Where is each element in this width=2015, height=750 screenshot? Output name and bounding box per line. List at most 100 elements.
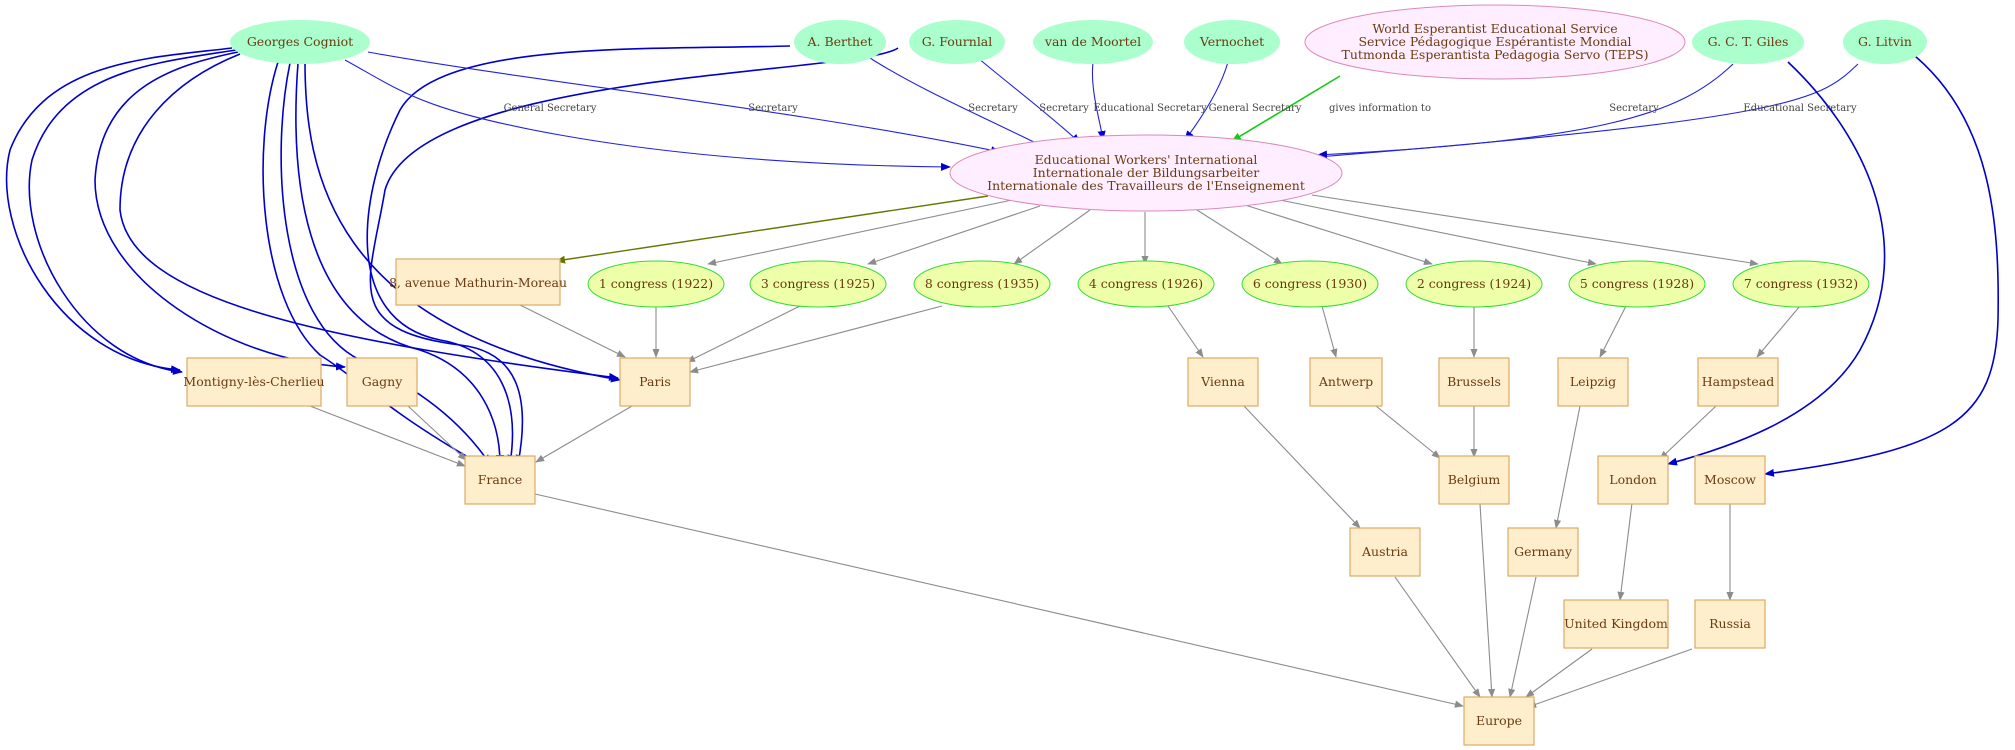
node-label: Austria (1361, 544, 1408, 559)
node-label: United Kingdom (1564, 616, 1668, 631)
edge-ewi-c1 (707, 199, 1013, 266)
congress-nodes: 1 congress (1922) 3 congress (1925) 8 co… (587, 260, 1870, 308)
edge-litvin-ewi (1317, 63, 1859, 161)
node-teps[interactable]: World Esperantist Educational Service Se… (1304, 4, 1686, 80)
edges (5, 45, 2000, 708)
edge-labels: General Secretary Secretary Secretary Se… (504, 103, 1857, 114)
edge-label-cogniot-secretary: Secretary (748, 103, 798, 114)
edge-c3-paris (686, 305, 801, 363)
node-label: 8 congress (1935) (925, 276, 1039, 291)
node-giles[interactable]: G. C. T. Giles (1692, 20, 1804, 64)
node-russia[interactable]: Russia (1694, 599, 1766, 649)
edge-cogniot-france-3 (295, 62, 504, 465)
edge-london-uk (1617, 502, 1633, 601)
node-label: Leipzig (1570, 374, 1616, 389)
node-paris[interactable]: Paris (619, 357, 691, 407)
node-brussels[interactable]: Brussels (1438, 357, 1510, 407)
edge-c6-antwerp (1321, 305, 1338, 358)
node-label: 2 congress (1924) (1417, 276, 1531, 291)
node-france[interactable]: France (464, 455, 536, 505)
edge-russia-europe (1527, 648, 1693, 708)
node-vienna[interactable]: Vienna (1187, 357, 1259, 407)
edge-label-fournlal: Secretary (1039, 103, 1089, 114)
edge-teps-ewi (1231, 75, 1341, 142)
node-uk[interactable]: United Kingdom (1563, 599, 1669, 649)
edge-leipzig-germany (1554, 405, 1581, 529)
edge-berthet-france (366, 45, 791, 465)
edge-gagny-france (407, 405, 467, 461)
node-label: 6 congress (1930) (1253, 276, 1367, 291)
edge-label-vernochet: General Secretary (1209, 103, 1302, 114)
node-label: Belgium (1448, 472, 1501, 487)
node-label: Georges Cogniot (247, 34, 353, 49)
node-london[interactable]: London (1597, 455, 1669, 505)
edge-label-teps: gives information to (1329, 103, 1431, 114)
node-germany[interactable]: Germany (1507, 527, 1579, 577)
edge-cogniot-france-2 (280, 62, 491, 465)
node-c4[interactable]: 4 congress (1926) (1077, 260, 1215, 308)
node-label-line-3: Tutmonda Esperantista Pedagogia Servo (T… (1342, 47, 1649, 62)
place-nodes: 8, avenue Mathurin-Moreau Montigny-lès-C… (183, 258, 1779, 746)
node-label: Russia (1709, 616, 1751, 631)
edge-ewi-c6 (1196, 209, 1283, 265)
node-c1[interactable]: 1 congress (1922) (587, 260, 725, 308)
node-label: Germany (1514, 544, 1573, 559)
edge-c8-paris (689, 305, 943, 374)
person-nodes: Georges Cogniot A. Berthet G. Fournlal v… (230, 20, 1927, 64)
node-belgium[interactable]: Belgium (1438, 455, 1510, 505)
node-leipzig[interactable]: Leipzig (1557, 357, 1629, 407)
edge-c4-vienna (1167, 305, 1204, 358)
edge-c7-hampstead (1756, 305, 1801, 358)
node-label-line-2: Internationale der Bildungsarbeiter (1033, 165, 1260, 180)
edge-ewi-c5 (1279, 199, 1597, 266)
edge-germany-europe (1508, 576, 1537, 698)
node-label: 5 congress (1928) (1580, 276, 1694, 291)
node-europe[interactable]: Europe (1463, 696, 1535, 746)
edge-cogniot-montigny-1 (5, 47, 233, 374)
node-label: G. Fournlal (922, 34, 993, 49)
edge-moortel-ewi (1091, 61, 1106, 141)
node-c5[interactable]: 5 congress (1928) (1568, 260, 1706, 308)
edge-cogniot-montigny-2 (28, 49, 237, 375)
node-hampstead[interactable]: Hampstead (1697, 357, 1779, 407)
node-cogniot[interactable]: Georges Cogniot (230, 20, 370, 64)
node-gagny[interactable]: Gagny (346, 357, 418, 407)
edge-giles-london (1667, 61, 1886, 466)
edge-berthet-ewi (869, 57, 1047, 149)
edge-ewi-c8 (1013, 209, 1091, 265)
node-vernochet[interactable]: Vernochet (1184, 20, 1280, 64)
edge-austria-europe (1394, 576, 1481, 698)
node-label: van de Moortel (1044, 34, 1141, 49)
edge-ewi-c3 (867, 205, 1041, 265)
node-c2[interactable]: 2 congress (1924) (1405, 260, 1543, 308)
node-label: Antwerp (1318, 374, 1373, 389)
node-label: G. Litvin (1858, 34, 1912, 49)
node-austria[interactable]: Austria (1349, 527, 1421, 577)
node-c7[interactable]: 7 congress (1932) (1732, 260, 1870, 308)
node-moscow[interactable]: Moscow (1694, 455, 1766, 505)
node-label-line-1: World Esperantist Educational Service (1372, 21, 1617, 36)
node-mathurin[interactable]: 8, avenue Mathurin-Moreau (389, 258, 567, 306)
node-litvin[interactable]: G. Litvin (1843, 20, 1927, 64)
node-label: Europe (1476, 713, 1522, 728)
node-label: 7 congress (1932) (1744, 276, 1858, 291)
edge-label-berthet: Secretary (968, 103, 1018, 114)
node-fournlal[interactable]: G. Fournlal (909, 20, 1005, 64)
node-berthet[interactable]: A. Berthet (794, 20, 886, 64)
node-c8[interactable]: 8 congress (1935) (913, 260, 1051, 308)
node-ewi[interactable]: Educational Workers' International Inter… (949, 134, 1343, 212)
node-c3[interactable]: 3 congress (1925) (749, 260, 887, 308)
edge-label-moortel: Educational Secretary (1093, 103, 1207, 114)
node-label: Montigny-lès-Cherlieu (183, 374, 324, 389)
node-montigny[interactable]: Montigny-lès-Cherlieu (183, 357, 325, 407)
edge-cogniot-paris-2 (304, 61, 621, 383)
node-label: 4 congress (1926) (1089, 276, 1203, 291)
node-antwerp[interactable]: Antwerp (1309, 357, 1383, 407)
node-label: Paris (639, 374, 671, 389)
node-label: 3 congress (1925) (761, 276, 875, 291)
node-moortel[interactable]: van de Moortel (1033, 20, 1153, 64)
node-c6[interactable]: 6 congress (1930) (1241, 260, 1379, 308)
org-nodes: World Esperantist Educational Service Se… (949, 4, 1686, 212)
node-label: G. C. T. Giles (1708, 34, 1789, 49)
